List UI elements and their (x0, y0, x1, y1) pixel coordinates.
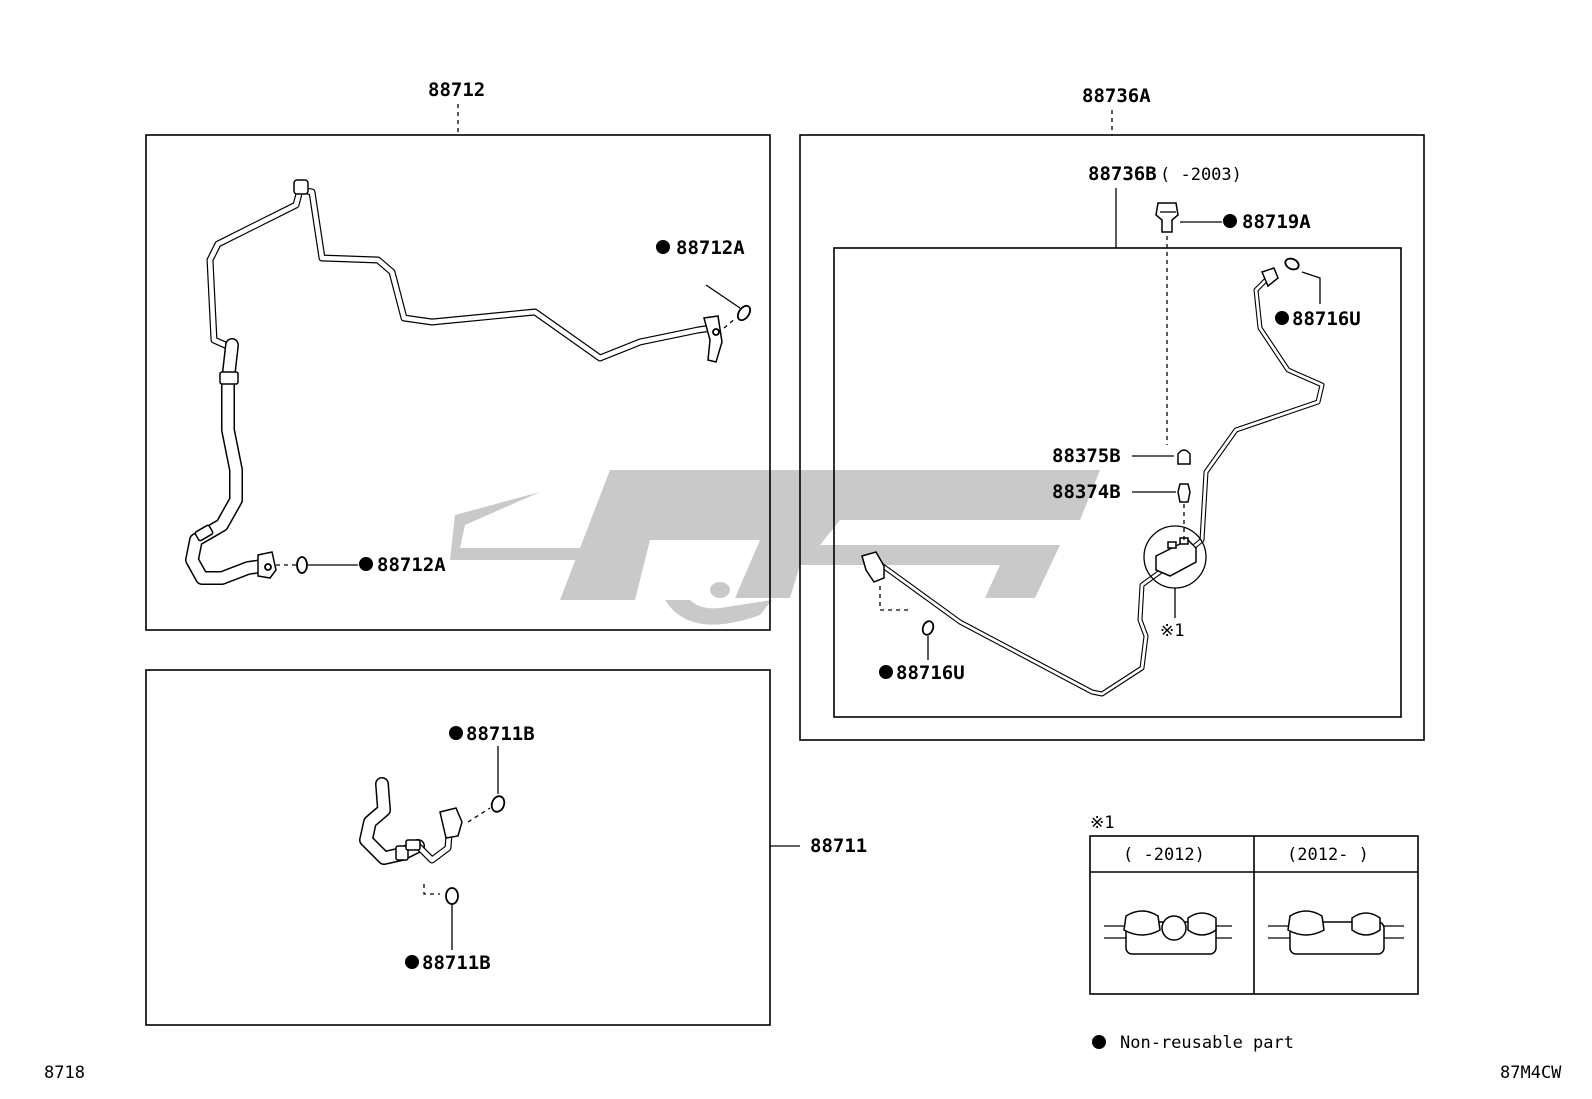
label-88712: 88712 (428, 79, 485, 101)
non-reusable-dot (405, 955, 419, 969)
oring-88712a-right (736, 304, 752, 322)
inset-col-right: (2012- ) (1287, 845, 1369, 865)
cap-88375b (1177, 449, 1191, 465)
oring-88711b-bottom (445, 887, 459, 905)
non-reusable-dot (359, 557, 373, 571)
label-88711: 88711 (810, 835, 867, 857)
inset-col-left: ( -2012) (1123, 845, 1205, 865)
hose-assy-upper-drawing (185, 179, 723, 585)
oring-88712a-left (296, 556, 308, 574)
inset-block-new (1268, 910, 1404, 955)
legend-dot (1092, 1035, 1106, 1049)
legend-text: Non-reusable part (1120, 1033, 1294, 1053)
oring-88716u-bottom (921, 620, 935, 636)
non-reusable-dot (879, 665, 893, 679)
label-88719a: 88719A (1242, 211, 1311, 233)
label-ref-mark: ※1 (1160, 621, 1184, 641)
hose-assy-lower-drawing (359, 777, 463, 865)
label-88375b: 88375B (1052, 445, 1121, 467)
inset-title: ※1 (1090, 813, 1114, 833)
tube-assy-drawing (861, 267, 1325, 697)
label-88716u-bottom: 88716U (896, 662, 965, 684)
oring-88716u-top (1284, 257, 1300, 271)
label-88711b-bottom: 88711B (422, 952, 491, 974)
label-88716u-top: 88716U (1292, 308, 1361, 330)
footer-right-code: 87M4CW (1500, 1063, 1562, 1083)
label-88736b-range: ( -2003) (1160, 165, 1242, 185)
label-88712a-left: 88712A (377, 554, 446, 576)
valve-88374b (1177, 483, 1191, 503)
box-tube-assy-sub (833, 247, 1402, 718)
non-reusable-dot (1275, 311, 1289, 325)
label-88712a-right: 88712A (676, 237, 745, 259)
footer-left-code: 8718 (44, 1063, 85, 1083)
label-88711b-top: 88711B (466, 723, 535, 745)
valve-core-88719a (1155, 202, 1179, 233)
box-tube-assy-main (799, 134, 1425, 741)
label-88736a: 88736A (1082, 85, 1151, 107)
non-reusable-dot (656, 240, 670, 254)
watermark-logo (450, 470, 1100, 625)
non-reusable-dot (449, 726, 463, 740)
box-hose-assy-upper (145, 134, 771, 631)
non-reusable-dot (1223, 214, 1237, 228)
label-88374b: 88374B (1052, 481, 1121, 503)
box-hose-assy-lower (145, 669, 771, 1026)
label-88736b: 88736B (1088, 163, 1157, 185)
inset-block-old (1104, 910, 1232, 955)
oring-88711b-top (490, 795, 506, 813)
